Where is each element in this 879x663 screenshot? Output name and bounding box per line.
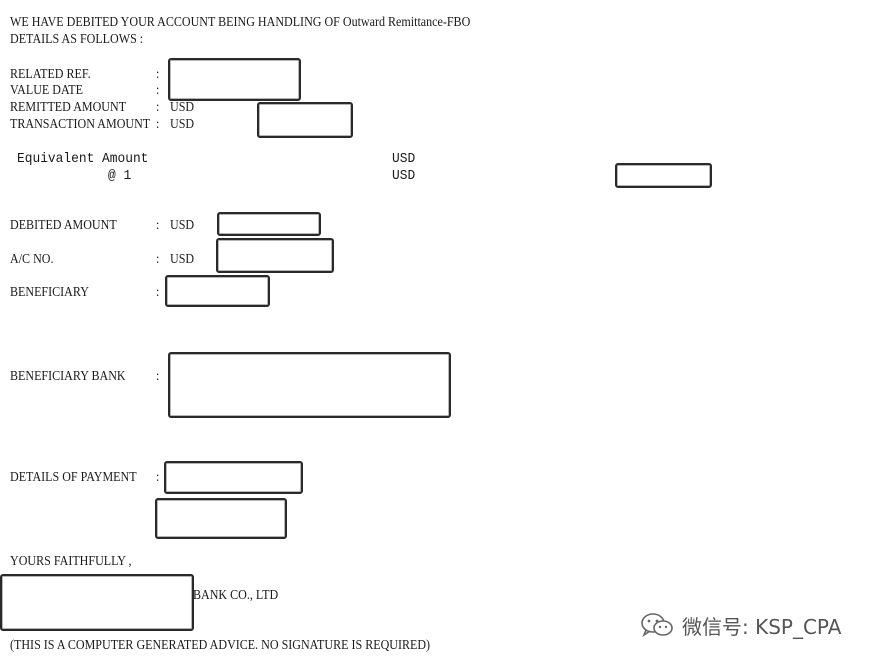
redacted-equivalent-amount (615, 163, 712, 188)
account-number-currency: USD (170, 252, 195, 267)
redacted-amounts (257, 102, 353, 138)
watermark-text: 微信号: KSP_CPA (682, 614, 842, 639)
debited-amount-colon: : (156, 218, 160, 233)
transaction-amount-currency: USD (170, 117, 195, 132)
yours-faithfully: YOURS FAITHFULLY , (10, 554, 132, 569)
transaction-amount-colon: : (156, 117, 160, 132)
value-date-label: VALUE DATE (10, 83, 84, 98)
advice-subheading: DETAILS AS FOLLOWS : (10, 32, 144, 47)
account-number-colon: : (156, 252, 160, 267)
transaction-amount-label: TRANSACTION AMOUNT (10, 117, 151, 132)
details-of-payment-label: DETAILS OF PAYMENT (10, 470, 137, 485)
related-ref-colon: : (156, 67, 160, 82)
debited-amount-label: DEBITED AMOUNT (10, 218, 117, 233)
beneficiary-bank-label: BENEFICIARY BANK (10, 369, 126, 384)
remitted-amount-colon: : (156, 100, 160, 115)
value-date-colon: : (156, 83, 160, 98)
related-ref-label: RELATED REF. (10, 67, 91, 82)
details-of-payment-colon: : (156, 470, 160, 485)
computer-generated-note: (THIS IS A COMPUTER GENERATED ADVICE. NO… (10, 638, 431, 653)
beneficiary-bank-colon: : (156, 369, 160, 384)
exchange-rate: @ 1 (108, 168, 132, 184)
beneficiary-colon: : (156, 285, 160, 300)
redacted-account-number (216, 238, 334, 273)
redacted-debited-amount (217, 212, 321, 236)
remitted-amount-label: REMITTED AMOUNT (10, 100, 127, 115)
equivalent-currency-1: USD (392, 151, 416, 167)
debited-amount-currency: USD (170, 218, 195, 233)
redacted-beneficiary-bank (168, 352, 451, 418)
beneficiary-label: BENEFICIARY (10, 285, 89, 300)
bank-name-suffix: BANK CO., LTD (193, 588, 279, 603)
redacted-payment-details-2 (155, 498, 287, 539)
remitted-amount-currency: USD (170, 100, 195, 115)
redacted-ref-date (168, 58, 301, 101)
account-number-label: A/C NO. (10, 252, 54, 267)
advice-heading: WE HAVE DEBITED YOUR ACCOUNT BEING HANDL… (10, 15, 471, 30)
wechat-icon (640, 612, 674, 638)
wechat-watermark: 微信号: KSP_CPA (640, 610, 841, 640)
redacted-bank-name (0, 574, 194, 631)
redacted-payment-details-1 (164, 461, 303, 494)
equivalent-amount-label: Equivalent Amount (17, 151, 149, 167)
redacted-beneficiary (165, 275, 270, 307)
equivalent-currency-2: USD (392, 168, 416, 184)
